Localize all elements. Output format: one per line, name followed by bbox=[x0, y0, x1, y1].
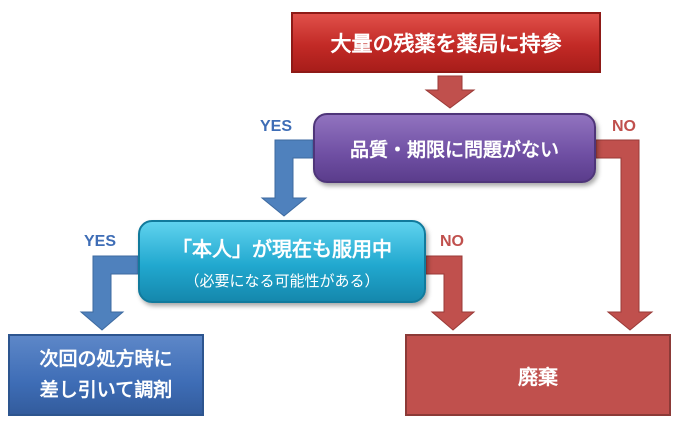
arrow-q2-no bbox=[425, 255, 476, 331]
start-node-label: 大量の残薬を薬局に持参 bbox=[330, 31, 562, 56]
result-reuse-line1: 次回の処方時に bbox=[39, 348, 173, 370]
q2-yes-label: YES bbox=[84, 233, 117, 250]
q1-yes-label: YES bbox=[260, 118, 293, 135]
q1-no-label: NO bbox=[612, 118, 636, 135]
decision-quality-expiry: 品質・期限に問題がない bbox=[313, 113, 596, 183]
result-reuse-line2: 差し引いて調剤 bbox=[39, 379, 173, 401]
decision-still-taking-note: （必要になる可能性がある） bbox=[184, 271, 380, 290]
start-node: 大量の残薬を薬局に持参 bbox=[291, 12, 601, 73]
result-discard: 廃棄 bbox=[405, 334, 671, 416]
decision-quality-expiry-label: 品質・期限に問題がない bbox=[349, 138, 559, 161]
arrow-q1-yes bbox=[260, 139, 314, 217]
arrow-top-to-q1 bbox=[424, 75, 476, 109]
arrow-q1-no bbox=[595, 139, 654, 331]
arrow-q2-yes bbox=[79, 255, 139, 331]
decision-still-taking: 「本人」が現在も服用中 （必要になる可能性がある） bbox=[138, 220, 426, 303]
q2-no-label: NO bbox=[440, 233, 464, 250]
decision-still-taking-label: 「本人」が現在も服用中 bbox=[172, 236, 392, 261]
result-reuse: 次回の処方時に 差し引いて調剤 bbox=[8, 334, 204, 416]
result-discard-label: 廃棄 bbox=[518, 364, 558, 389]
